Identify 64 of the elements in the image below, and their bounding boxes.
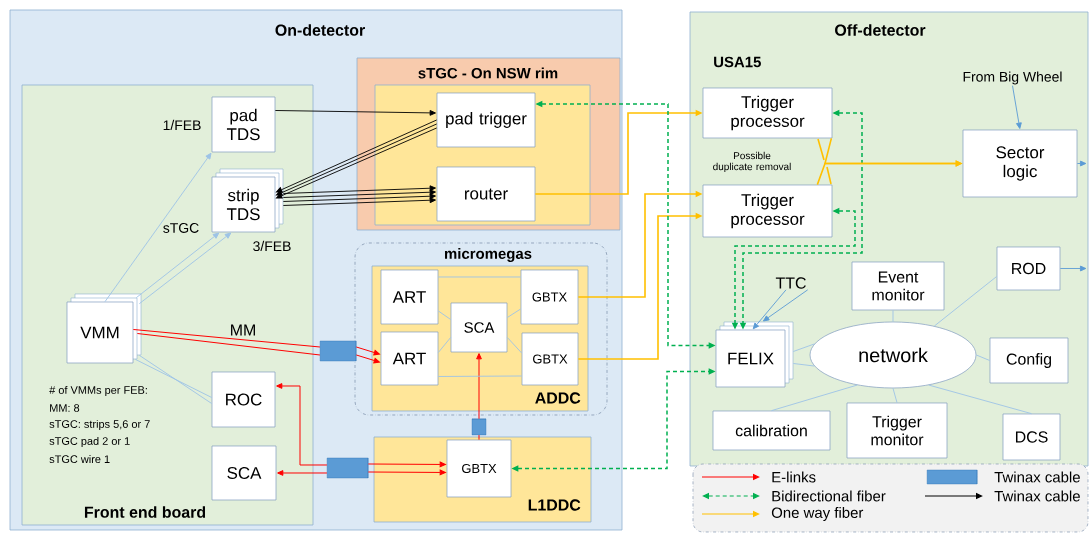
arrow: [367, 461, 446, 468]
monitor-box: Event monitor: [851, 261, 945, 311]
arrow: [282, 193, 436, 202]
chip-box: pad TDS 1/FEB: [163, 96, 276, 153]
trigger-box: pad trigger: [436, 92, 536, 148]
arrow: [1059, 265, 1087, 272]
cable-cylinder: [471, 418, 487, 436]
label-text: sTGC wire 1: [49, 454, 110, 463]
monitor-box: Trigger monitor: [846, 402, 948, 459]
router-box: router: [436, 166, 536, 222]
legend-text: Twinax cable: [994, 471, 1080, 483]
chip-stack: VMM: [66, 293, 142, 364]
arrow: [138, 232, 232, 305]
legend-text: One way fiber: [771, 507, 864, 521]
service-box: DCS: [1002, 413, 1061, 461]
arrow: [355, 346, 380, 356]
arrow: [104, 152, 212, 303]
cable-cylinder: [319, 340, 357, 362]
label-text: 3/FEB: [253, 240, 291, 252]
arrow: [282, 189, 436, 198]
chip-box: SCA: [211, 445, 277, 501]
service-box: calibration: [712, 410, 831, 451]
label-text: USA15: [714, 56, 761, 68]
processor-box: Trigger processor: [702, 87, 833, 139]
arrow: [277, 470, 328, 476]
label-text: # of VMMs per FEB:: [49, 385, 147, 397]
service-box: ROD: [996, 246, 1061, 291]
arrow: [274, 110, 436, 116]
arrow: [135, 232, 220, 299]
arrow: [355, 354, 380, 364]
arrow: [282, 197, 436, 206]
label-text: sTGC pad 2 or 1: [49, 436, 130, 448]
arrow: [763, 289, 809, 322]
cable-cylinder: [326, 457, 369, 479]
chip-box: GBTX: [521, 332, 579, 386]
chip-box: GBTX: [520, 269, 579, 325]
label-text: 1/FEB: [163, 119, 201, 131]
legend-text: E-links: [772, 471, 816, 483]
arrow: [752, 289, 787, 330]
legend-text: Bidirectional fiber: [772, 490, 886, 502]
arrow: [1012, 85, 1022, 129]
arrow: [282, 185, 436, 194]
service-box: Config: [989, 337, 1069, 384]
processor-box: Trigger processor: [702, 184, 833, 238]
label-text: Possible duplicate removal: [713, 151, 791, 173]
logic-box: Sector logic: [962, 129, 1078, 198]
legend-text: Twinax cable: [994, 490, 1080, 502]
chip-box: SCA: [450, 302, 508, 353]
arrow: [367, 469, 446, 476]
source-text: From Big Wheel: [963, 71, 1062, 85]
label-text: MM: 8: [50, 404, 80, 412]
arrow: [1076, 160, 1087, 167]
label-text: MM: [231, 324, 255, 336]
chip-box: ROC: [211, 371, 276, 428]
chip-box: GBTX: [446, 439, 512, 498]
arrow: [276, 383, 328, 466]
label-text: sTGC: [163, 223, 199, 233]
signal-text: TTC: [775, 277, 806, 289]
arrow: [476, 353, 482, 420]
chip-box: ART: [380, 331, 439, 386]
label-text: sTGC: strips 5,6 or 7: [49, 419, 150, 431]
chip-stack: strip TDS 3/FEB: [211, 168, 291, 252]
card-stack: FELIX: [715, 321, 794, 388]
chip-box: ART: [380, 269, 439, 325]
